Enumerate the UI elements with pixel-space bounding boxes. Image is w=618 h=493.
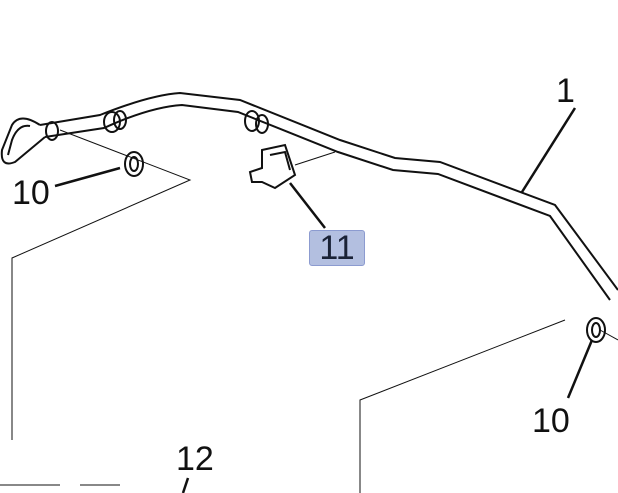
fitting-left <box>45 121 59 141</box>
grommet-right <box>586 317 606 343</box>
callout-10-right: 10 <box>532 402 570 440</box>
fitting-mid-right <box>244 110 260 132</box>
pipe-loop <box>0 117 46 165</box>
callout-1: 1 <box>556 72 575 110</box>
clip-part <box>248 143 297 190</box>
callout-11-highlighted[interactable]: 11 <box>309 230 365 266</box>
pipe-outer <box>39 91 618 291</box>
callout-12: 12 <box>176 440 214 478</box>
fitting-mid-left <box>103 111 121 133</box>
grommet-left <box>124 151 144 177</box>
callout-10-left: 10 <box>12 174 50 212</box>
